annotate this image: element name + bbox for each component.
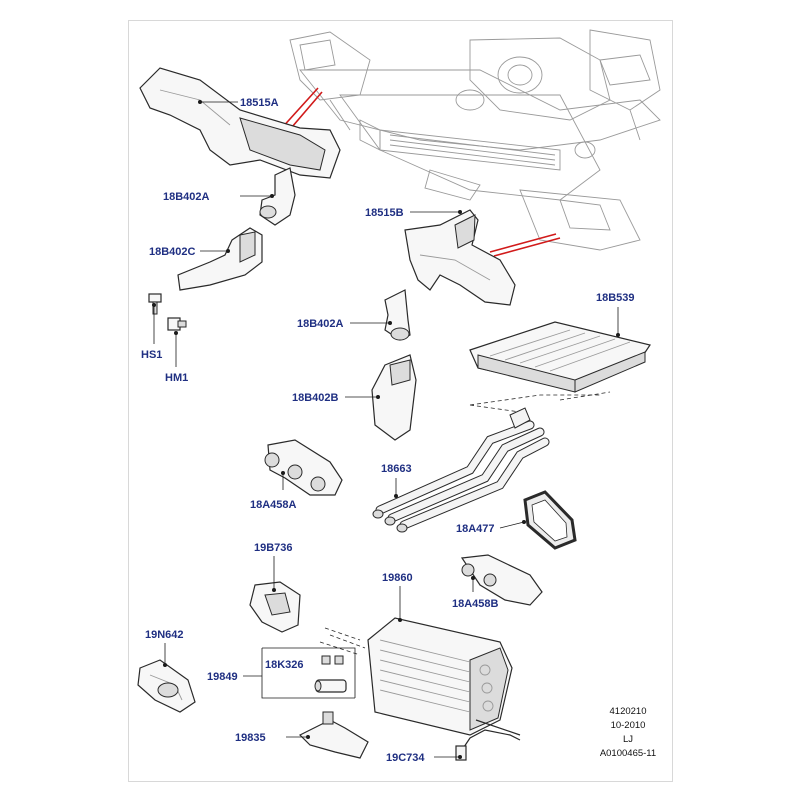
label-19C734: 19C734 <box>386 752 425 764</box>
orings-18K326 <box>321 655 344 665</box>
pipe-19835 <box>298 711 369 759</box>
cover-19N642 <box>137 659 196 713</box>
bracket-19849-lines <box>243 647 356 699</box>
connector-18A458B <box>460 554 543 606</box>
nut-HM1 <box>167 317 187 331</box>
part-labels: 18515A 18B402A 18B402C HS1 HM1 18515B 18… <box>141 97 635 764</box>
label-18515B: 18515B <box>365 207 404 219</box>
evaporator-dashes <box>319 627 366 656</box>
label-18A477: 18A477 <box>456 523 495 535</box>
leader-lines <box>152 100 620 759</box>
label-18A458A: 18A458A <box>250 499 297 511</box>
screw-HS1 <box>148 293 162 315</box>
reference-initials: LJ <box>623 734 633 745</box>
duct-18515B <box>404 209 516 306</box>
duct-18515A <box>139 67 341 179</box>
valve-19849 <box>314 679 347 693</box>
dashboard-assembly-ghost <box>289 29 661 251</box>
label-18K326: 18K326 <box>265 659 304 671</box>
highlight-lines <box>279 87 561 257</box>
heater-matrix-18B539 <box>469 321 651 393</box>
elbow-18B402A-mid <box>384 289 411 341</box>
elbow-18B402A-top <box>259 167 296 226</box>
alignment-dashes <box>469 391 611 413</box>
label-HS1: HS1 <box>141 349 162 361</box>
reference-block: 4120210 10-2010 LJ A0100465-11 <box>600 706 656 759</box>
duct-18B402C <box>177 227 263 291</box>
seal-18A477 <box>523 490 577 550</box>
bracket-19B736 <box>249 581 301 633</box>
connector-18A458A <box>264 439 343 496</box>
reference-date: 10-2010 <box>611 720 646 731</box>
label-18A458B: 18A458B <box>452 598 499 610</box>
label-18B402C: 18B402C <box>149 246 196 258</box>
label-HM1: HM1 <box>165 372 188 384</box>
label-18515A: 18515A <box>240 97 279 109</box>
label-18B402A-mid: 18B402A <box>297 318 344 330</box>
label-19835: 19835 <box>235 732 266 744</box>
label-19849: 19849 <box>207 671 238 683</box>
label-18B402A-top: 18B402A <box>163 191 210 203</box>
pipes-18663 <box>372 407 550 533</box>
reference-number: 4120210 <box>610 706 647 717</box>
reference-code: A0100465-11 <box>600 748 656 759</box>
label-18B539: 18B539 <box>596 292 635 304</box>
label-19B736: 19B736 <box>254 542 293 554</box>
sensor-19C734 <box>455 719 521 761</box>
evaporator-19860 <box>367 617 513 736</box>
label-19860: 19860 <box>382 572 413 584</box>
duct-18B402B <box>371 354 417 441</box>
label-18663: 18663 <box>381 463 412 475</box>
label-19N642: 19N642 <box>145 629 184 641</box>
label-18B402B: 18B402B <box>292 392 339 404</box>
